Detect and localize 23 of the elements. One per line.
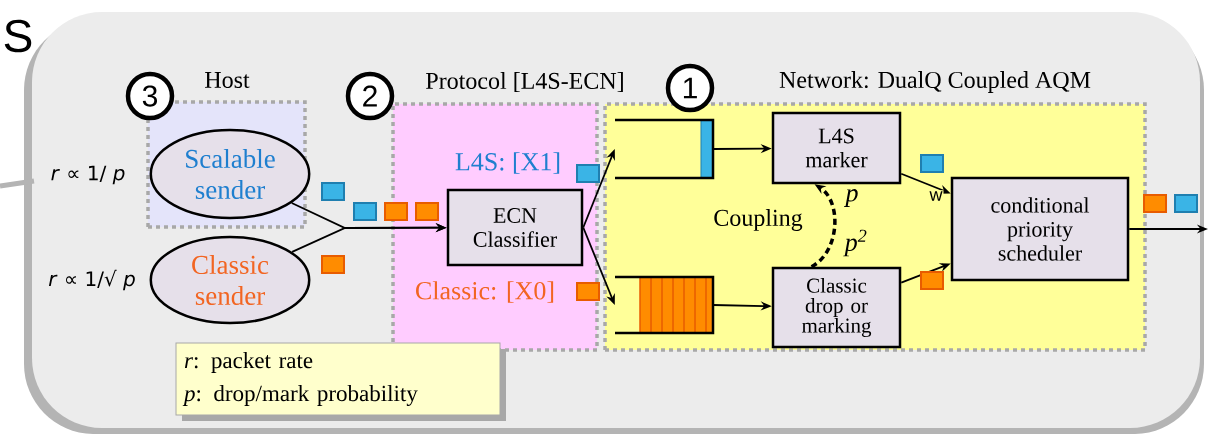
note-box: r: packet rate p: drop/mark probability xyxy=(175,342,506,421)
callout-number: 3 xyxy=(125,71,175,121)
heading-fragment: S xyxy=(4,19,32,53)
queue-label: Classic: [X0] xyxy=(416,281,554,303)
region-heading: Network: DualQ Coupled AQM xyxy=(779,71,1091,93)
queue-drawing xyxy=(615,275,715,335)
process-box: L4S marker xyxy=(771,111,902,185)
region-heading: Protocol [L4S-ECN] xyxy=(426,72,623,92)
rate-formula: r ∝ 1/√ p xyxy=(48,269,135,291)
queue-label: L4S: [X1] xyxy=(455,152,560,174)
queue-drawing xyxy=(615,118,715,180)
process-box: conditional priority scheduler xyxy=(950,176,1130,282)
probability-label: p xyxy=(844,189,858,207)
edge-label: w xyxy=(928,190,944,202)
callout-number: 2 xyxy=(345,71,395,121)
process-box: ECN Classifier xyxy=(446,188,584,267)
arrow xyxy=(810,184,837,269)
process-box: Classic drop or marking xyxy=(771,266,902,349)
rate-formula: r ∝ 1/ p xyxy=(51,165,125,185)
coupling-label: Coupling xyxy=(714,209,803,231)
region-heading: Host xyxy=(205,72,250,88)
callout-number: 1 xyxy=(665,63,715,113)
probability-label: p$^{2}$ xyxy=(843,229,867,257)
